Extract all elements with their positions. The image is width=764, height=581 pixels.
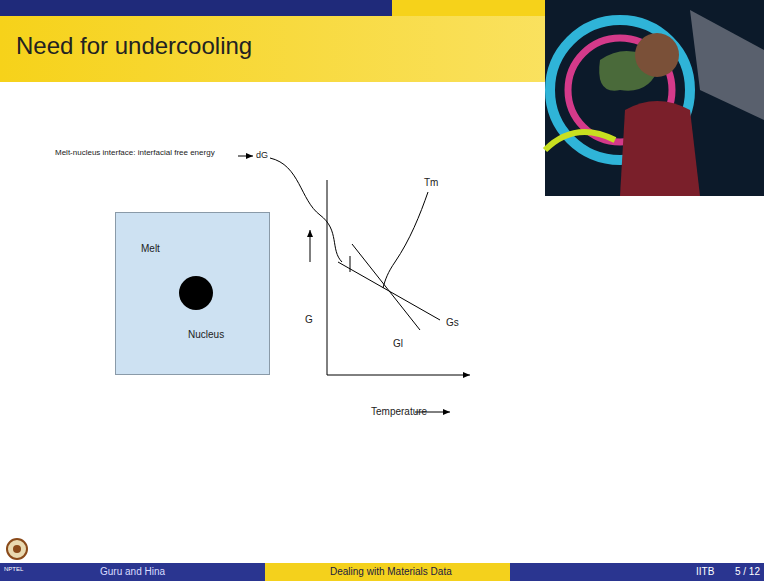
curve-label: Gs — [446, 317, 459, 329]
logo-text: NPTEL — [4, 566, 23, 573]
tm-label: Tm — [424, 177, 438, 189]
nptel-logo — [7, 539, 27, 559]
nucleus-circle — [115, 212, 270, 375]
slide-title: Need for undercooling — [16, 32, 252, 60]
axis-label: G — [305, 314, 313, 326]
page-number: 5 / 12 — [735, 566, 760, 578]
melt-box: MeltNucleus — [115, 212, 270, 375]
footer-course: Dealing with Materials Data — [330, 566, 452, 578]
axis-label: Temperature — [371, 406, 427, 418]
footer-author: Guru and Hina — [100, 566, 165, 578]
dg-label: dG — [256, 150, 268, 160]
callout-note: Melt-nucleus interface: interfacial free… — [55, 148, 230, 157]
melt-label: Melt — [141, 243, 160, 255]
footer-institute: IITB — [696, 566, 714, 578]
presenter-video — [545, 0, 764, 196]
curve-label: Gl — [393, 338, 403, 350]
free-energy-plot — [238, 156, 470, 412]
nucleus-label: Nucleus — [188, 329, 224, 341]
